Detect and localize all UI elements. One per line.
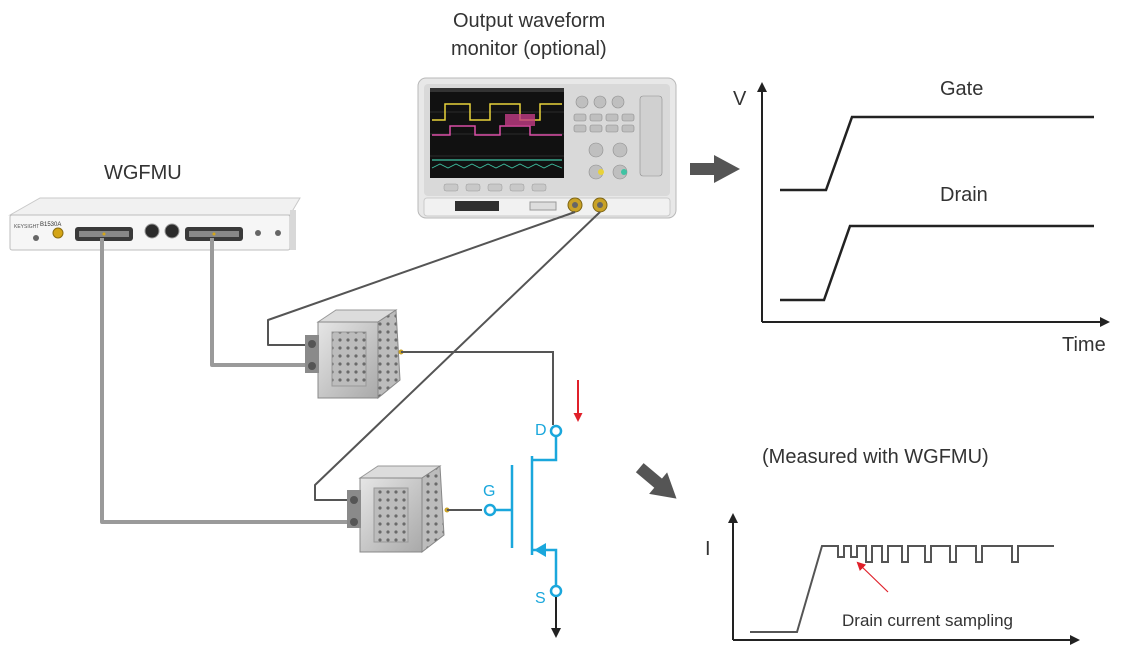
terminal-d-label: D — [535, 422, 547, 440]
transistor-symbol — [485, 426, 561, 596]
scope-caption-line1: Output waveform — [453, 10, 605, 33]
probe-box-upper — [305, 310, 404, 398]
drain-label: Drain — [940, 184, 988, 207]
probe-box-lower — [347, 466, 450, 552]
time-axis-label: Time — [1062, 334, 1106, 357]
source-arrow-head — [534, 543, 546, 557]
flow-arrow-right — [690, 155, 740, 183]
wgfmu-cables — [102, 238, 347, 522]
terminal-s-label: S — [535, 590, 546, 608]
terminal-g-label: G — [483, 483, 495, 501]
gate-label: Gate — [940, 78, 983, 101]
scope-caption-line2: monitor (optional) — [451, 38, 607, 61]
wgfmu-module: KEYSIGHT B1530A — [10, 198, 300, 250]
upper-waveform-plot — [762, 84, 1108, 322]
sampling-pointer — [858, 563, 888, 592]
oscilloscope — [418, 78, 676, 218]
drain-current-sampling-label: Drain current sampling — [842, 611, 1013, 631]
flow-arrow-down-right — [631, 457, 686, 509]
measured-caption: (Measured with WGFMU) — [762, 446, 989, 469]
wgfmu-title: WGFMU — [104, 162, 182, 185]
wgfmu-model-label: B1530A — [40, 222, 61, 228]
current-axis-label: I — [705, 538, 711, 561]
drain-trace — [780, 226, 1094, 300]
svg-text:KEYSIGHT: KEYSIGHT — [14, 224, 39, 230]
gate-trace — [780, 117, 1094, 190]
voltage-axis-label: V — [733, 88, 746, 111]
